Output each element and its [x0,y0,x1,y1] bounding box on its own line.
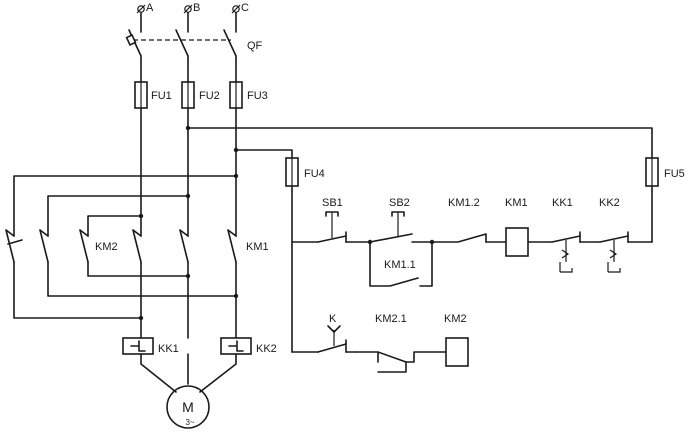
breaker-label: QF [247,40,263,52]
phase-terminals: A B C [136,2,249,14]
main-contacts-km2: KM2 [5,229,237,319]
phase-a-label: A [146,2,154,14]
km1-main-label: KM1 [246,241,269,253]
kk1-contact-label: KK1 [552,197,573,209]
k-label: K [329,313,337,325]
km1-coil-label: KM1 [505,197,528,209]
fuse-fu5-label: FU5 [664,168,685,180]
motor-label: M [182,399,194,415]
power-bus [13,107,653,237]
control-rung-2: K KM2.1 KM2 [291,313,469,373]
km2-1-label: KM2.1 [375,313,407,325]
fuse-fu3-label: FU3 [247,90,268,102]
sb1-label: SB1 [322,197,343,209]
kk2-contact-label: KK2 [599,197,620,209]
km2-main-label: KM2 [95,241,118,253]
motor-phase-label: 3~ [185,418,194,427]
overload-relays: KK1 KK2 [122,337,277,355]
control-rails [291,185,653,353]
phase-b-label: B [193,2,200,14]
main-fuses: FU1 FU2 FU3 [134,55,268,109]
km1-2-label: KM1.2 [448,197,480,209]
control-fuses: FU4 FU5 [285,157,685,187]
breaker-qf: QF [125,12,263,57]
control-rung-1: SB1 SB2 KM1.1 KM1.2 KM1 KK1 KK2 [291,197,653,287]
km1-1-label: KM1.1 [384,259,416,271]
kk2-label: KK2 [256,343,277,355]
phase-c-label: C [241,2,249,14]
motor: M 3~ [140,353,237,429]
main-contacts-km1: KM1 [132,229,269,339]
fuse-fu1-label: FU1 [151,90,172,102]
fuse-fu2-label: FU2 [199,90,220,102]
sb2-label: SB2 [389,197,410,209]
km2-coil-label: KM2 [444,313,467,325]
fuse-fu4-label: FU4 [304,168,325,180]
kk1-label: KK1 [158,343,179,355]
